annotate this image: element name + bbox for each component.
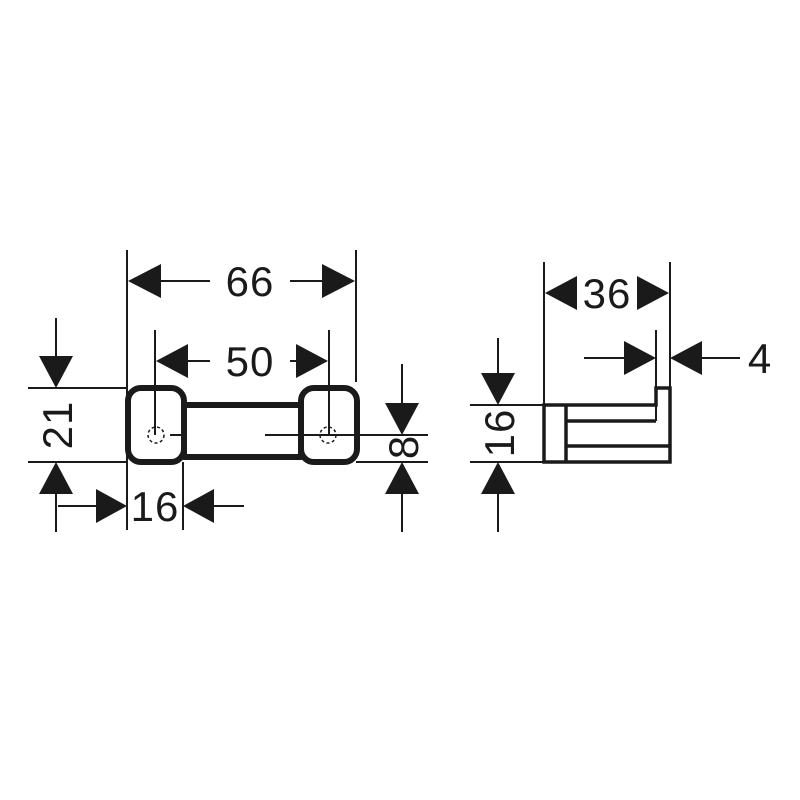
dim-8-arrow-bottom-icon — [385, 462, 419, 494]
dim-16-side-label: 16 — [476, 409, 523, 458]
front-view: 66 50 21 16 8 — [28, 250, 428, 532]
dim-4-arrow-right-icon — [670, 341, 702, 375]
dim-4-arrow-left-icon — [624, 341, 656, 375]
hook-profile — [542, 386, 672, 464]
side-view: 36 4 16 — [470, 262, 772, 532]
dim-50-label: 50 — [226, 338, 275, 385]
dim-66-label: 66 — [226, 258, 275, 305]
dim-16-arrow-right-icon — [183, 489, 214, 523]
dim-36-label: 36 — [583, 270, 632, 317]
dim-8-label: 8 — [380, 435, 427, 459]
dim-66-arrow-right-icon — [322, 264, 355, 298]
dim-16-arrow-left-icon — [96, 489, 127, 523]
dim-16-side-arrow-bottom-icon — [481, 462, 515, 494]
dim-21-arrow-top-icon — [39, 356, 73, 388]
dim-4-label: 4 — [748, 335, 772, 382]
dim-50-arrow-left-icon — [156, 344, 188, 378]
dim-21-arrow-bottom-icon — [39, 462, 73, 494]
dim-36-arrow-left-icon — [545, 276, 577, 310]
dim-8-arrow-top-icon — [385, 403, 419, 435]
hook-bar — [181, 402, 304, 460]
dim-50-arrow-right-icon — [296, 344, 328, 378]
screw-hole-left-icon — [147, 426, 165, 444]
dim-16-side-arrow-top-icon — [481, 373, 515, 405]
dim-21-label: 21 — [34, 401, 81, 450]
dim-36-arrow-right-icon — [637, 276, 669, 310]
dim-66-arrow-left-icon — [128, 264, 161, 298]
dim-16-label: 16 — [131, 483, 180, 530]
